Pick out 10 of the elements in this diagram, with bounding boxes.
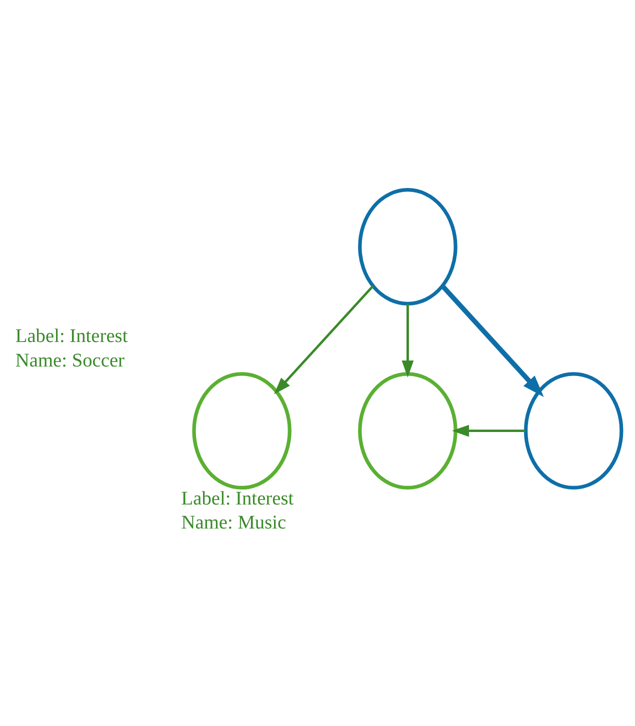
node-label: Label: Interest xyxy=(181,488,294,510)
node-label: Label: Interest xyxy=(15,326,128,348)
arrow xyxy=(440,284,544,397)
arrow xyxy=(274,285,374,394)
node-circle xyxy=(358,372,458,490)
node-label: Name: Soccer xyxy=(15,350,125,372)
arrow xyxy=(452,424,526,437)
arrow xyxy=(402,304,414,378)
node-circle xyxy=(358,188,458,306)
node-label: Name: Music xyxy=(181,512,286,534)
